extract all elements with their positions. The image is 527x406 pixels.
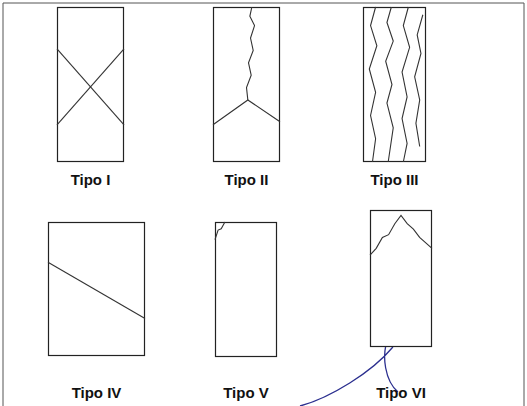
fracture-line xyxy=(386,7,394,162)
specimen-box: Tipo VI xyxy=(370,210,432,401)
fracture-line xyxy=(215,222,225,240)
fracture-line xyxy=(213,100,280,125)
type-label: Tipo VI xyxy=(376,385,426,401)
specimen-outline xyxy=(363,7,426,162)
specimen-outline xyxy=(213,7,280,162)
fracture-line xyxy=(415,15,423,147)
type-label: Tipo III xyxy=(370,172,418,188)
specimen-box: Tipo IV xyxy=(48,222,145,401)
specimen-rect xyxy=(49,223,145,356)
fracture-line xyxy=(57,49,124,125)
specimen-rect xyxy=(216,223,277,357)
specimen-rect xyxy=(214,8,280,162)
specimen-outline xyxy=(48,222,145,356)
type-label: Tipo IV xyxy=(72,385,122,401)
specimen-box: Tipo I xyxy=(57,7,124,188)
specimen-box: Tipo III xyxy=(363,7,426,188)
fracture-line xyxy=(370,215,432,255)
specimen-box: Tipo V xyxy=(215,222,277,401)
specimen-box: Tipo II xyxy=(213,7,280,188)
specimen-outline xyxy=(57,7,124,162)
specimen-rect xyxy=(371,211,432,347)
frame-line xyxy=(3,3,524,406)
type-label: Tipo II xyxy=(225,172,269,188)
fracture-line xyxy=(369,7,377,162)
fracture-line xyxy=(57,49,124,125)
fracture-line xyxy=(48,262,145,318)
type-label: Tipo I xyxy=(71,172,111,188)
type-label: Tipo V xyxy=(223,385,269,401)
specimen-rect xyxy=(58,8,124,162)
fracture-line xyxy=(402,7,410,162)
fracture-line xyxy=(247,7,255,100)
specimen-outline xyxy=(215,222,277,357)
specimen-rect xyxy=(364,8,426,162)
specimen-outline xyxy=(370,210,432,347)
